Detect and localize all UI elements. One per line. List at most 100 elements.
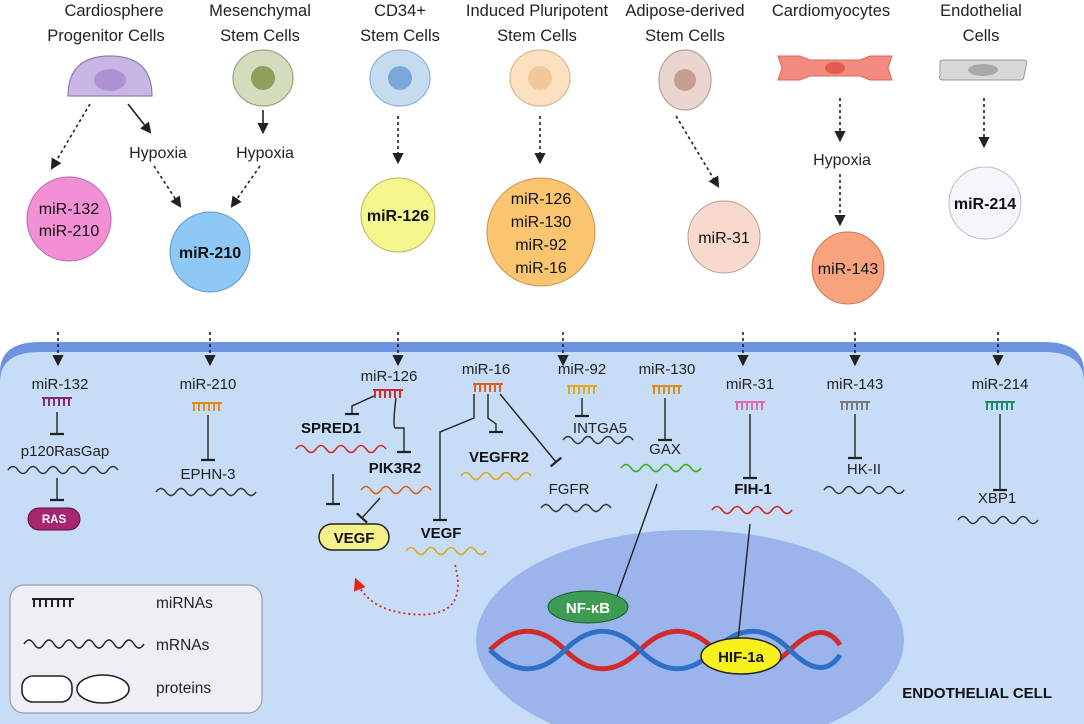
gene-p120: p120RasGap <box>21 443 109 460</box>
vesicle-ipsc-mir2: miR-130 <box>511 214 572 231</box>
source-label-mesenchymal-l2: Stem Cells <box>220 27 300 45</box>
hypoxia-label-cm: Hypoxia <box>813 152 871 169</box>
mrna-vegfr2-icon <box>460 471 532 481</box>
gene-vegf-mrna: VEGF <box>421 525 462 542</box>
protein-nfkb-label: NF-κB <box>566 600 610 617</box>
mrna-hk2-icon <box>823 485 905 495</box>
protein-vegf <box>318 523 390 551</box>
gene-ephn3: EPHN-3 <box>180 466 235 483</box>
legend-mrnas-label: mRNAs <box>156 637 210 654</box>
protein-hif1a <box>700 637 782 675</box>
gene-spred1: SPRED1 <box>301 420 361 437</box>
cell-label: ENDOTHELIAL CELL <box>902 685 1052 702</box>
mirna-icon-92 <box>567 385 597 394</box>
mirna-icon-126 <box>373 389 403 398</box>
mrna-spred1-icon <box>295 444 387 454</box>
mrna-gax-icon <box>620 463 702 473</box>
mirna-icon-210 <box>192 402 222 411</box>
nucleus <box>476 530 904 724</box>
mirna-icon-31 <box>735 401 765 410</box>
source-label-endothelial-l2: Cells <box>963 27 1000 45</box>
mesenchymal-cell-icon <box>232 49 294 107</box>
dna-helix-icon <box>488 628 843 672</box>
source-label-adipose-l1: Adipose-derived <box>625 2 744 20</box>
source-label-ipsc-l1: Induced Pluripotent <box>466 2 609 20</box>
vesicle-ipsc <box>486 177 596 287</box>
cd34-cell-icon <box>369 49 431 107</box>
vesicle-cm-mir: miR-143 <box>818 261 879 278</box>
mirna-icon-214 <box>985 401 1015 410</box>
ipsc-cell-icon <box>509 49 571 107</box>
source-label-cd34-l2: Stem Cells <box>360 27 440 45</box>
cardiosphere-cell-icon <box>67 55 153 97</box>
cell-mir-126: miR-126 <box>361 368 418 385</box>
vesicle-cpc-mir2: miR-210 <box>39 223 100 240</box>
source-label-mesenchymal-l1: Mesenchymal <box>209 2 311 20</box>
cell-mir-92: miR-92 <box>558 361 606 378</box>
hypoxia-label-cpc: Hypoxia <box>129 145 187 162</box>
mirna-icon-16 <box>473 383 503 392</box>
gene-gax: GAX <box>649 441 681 458</box>
mrna-ephn3-icon <box>155 487 257 497</box>
vesicle-ipsc-mir4: miR-16 <box>515 260 567 277</box>
legend-protein-rounded-icon <box>21 675 73 703</box>
gene-pik3r2: PIK3R2 <box>369 460 422 477</box>
vesicle-cpc <box>26 176 112 262</box>
mirna-icon-143 <box>840 401 870 410</box>
legend-mrna-icon <box>23 639 145 649</box>
cardiomyocyte-cell-icon <box>777 55 893 81</box>
gene-fgfr: FGFR <box>549 481 590 498</box>
legend-box <box>9 584 263 714</box>
vesicle-msc <box>169 211 251 293</box>
mrna-fgfr-icon <box>540 503 612 513</box>
mrna-p120-icon <box>7 465 119 475</box>
cell-mir-130: miR-130 <box>639 361 696 378</box>
vesicle-cd34-mir: miR-126 <box>367 208 429 225</box>
vesicle-adsc-mir: miR-31 <box>698 230 750 247</box>
vesicle-adsc <box>687 200 761 274</box>
mrna-intga5-icon <box>562 435 634 445</box>
source-label-adipose-l2: Stem Cells <box>645 27 725 45</box>
cell-mir-210: miR-210 <box>180 376 237 393</box>
cell-mir-132: miR-132 <box>32 376 89 393</box>
cell-mir-214: miR-214 <box>972 376 1029 393</box>
protein-ras-label: RAS <box>42 514 67 526</box>
vegf-translation-arrow <box>353 564 459 616</box>
hypoxia-label-msc: Hypoxia <box>236 145 294 162</box>
legend-mirna-icon <box>32 598 74 607</box>
gene-vegfr2: VEGFR2 <box>469 449 529 466</box>
protein-vegf-label: VEGF <box>334 530 375 547</box>
mirna-icon-130 <box>652 385 682 394</box>
source-label-ipsc-l2: Stem Cells <box>497 27 577 45</box>
mrna-fih1-icon <box>711 505 793 515</box>
cell-mir-143: miR-143 <box>827 376 884 393</box>
vesicle-ipsc-mir3: miR-92 <box>515 237 567 254</box>
gene-xbp1: XBP1 <box>978 490 1016 507</box>
mirna-icon-132 <box>42 397 72 406</box>
gene-hk2: HK-II <box>847 461 881 478</box>
adipose-cell-icon <box>658 49 712 111</box>
legend-mirnas-label: miRNAs <box>156 595 213 612</box>
source-label-cardiosphere-l2: Progenitor Cells <box>47 27 164 45</box>
mrna-xbp1-icon <box>957 515 1039 525</box>
vesicle-ipsc-mir1: miR-126 <box>511 191 572 208</box>
endothelial-cell-icon <box>939 59 1028 81</box>
source-label-cardiomyocytes: Cardiomyocytes <box>772 2 890 20</box>
protein-nfkb <box>547 590 629 624</box>
mrna-vegf-icon <box>405 546 487 556</box>
legend-proteins-label: proteins <box>156 680 211 697</box>
gene-intga5: INTGA5 <box>573 420 627 437</box>
vesicle-msc-mir: miR-210 <box>179 245 241 262</box>
mrna-pik3r2-icon <box>360 485 432 495</box>
source-label-cardiosphere-l1: Cardiosphere <box>64 2 163 20</box>
cell-mir-16: miR-16 <box>462 361 510 378</box>
vesicle-cpc-mir1: miR-132 <box>39 201 100 218</box>
vesicle-ec <box>948 166 1022 240</box>
source-label-endothelial-l1: Endothelial <box>940 2 1022 20</box>
vesicle-cm <box>811 231 885 305</box>
gene-fih1: FIH-1 <box>734 481 772 498</box>
protein-ras <box>27 507 81 531</box>
source-label-cd34-l1: CD34+ <box>374 2 426 20</box>
legend-protein-ellipse-icon <box>76 674 130 704</box>
